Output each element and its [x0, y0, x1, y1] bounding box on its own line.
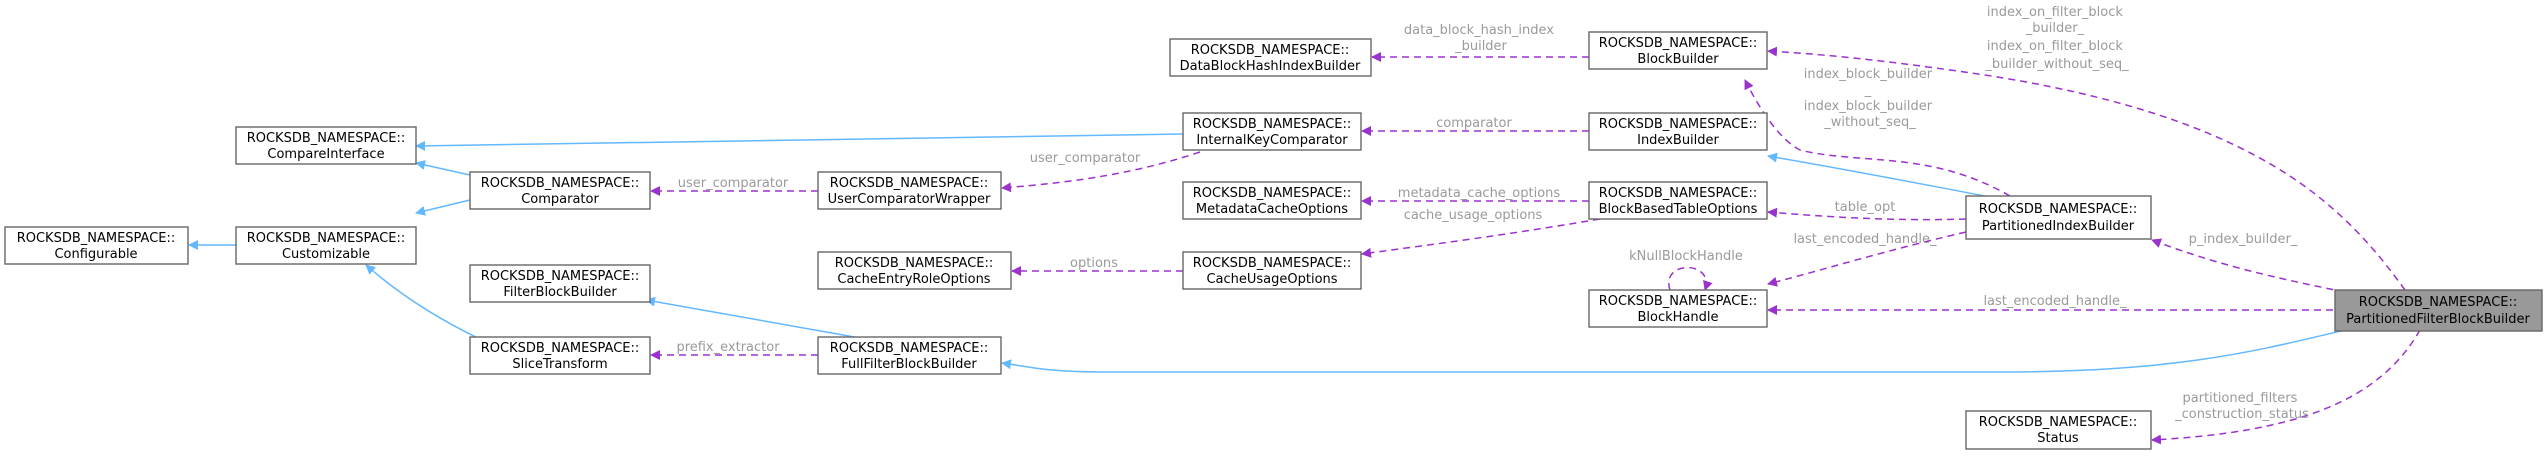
svg-text:UserComparatorWrapper: UserComparatorWrapper: [828, 192, 991, 207]
svg-text:BlockBasedTableOptions: BlockBasedTableOptions: [1599, 202, 1758, 217]
label-prefix-extractor: prefix_extractor: [676, 340, 780, 355]
node-full-filter-block-builder[interactable]: ROCKSDB_NAMESPACE:: FullFilterBlockBuild…: [817, 336, 1002, 375]
node-configurable[interactable]: ROCKSDB_NAMESPACE:: Configurable: [4, 226, 189, 265]
svg-text:ROCKSDB_NAMESPACE::: ROCKSDB_NAMESPACE::: [835, 256, 994, 271]
label-last-encoded-handle-pfbb: last_encoded_handle_: [1983, 294, 2127, 309]
node-cache-entry-role-options[interactable]: ROCKSDB_NAMESPACE:: CacheEntryRoleOption…: [817, 251, 1012, 290]
edge-pib-block-builder: [1744, 79, 2011, 197]
edge-bbto-cache-usage: [1361, 218, 1601, 258]
svg-text:ROCKSDB_NAMESPACE::: ROCKSDB_NAMESPACE::: [1193, 117, 1352, 132]
svg-text:ROCKSDB_NAMESPACE::: ROCKSDB_NAMESPACE::: [1979, 415, 2138, 430]
svg-text:ROCKSDB_NAMESPACE::: ROCKSDB_NAMESPACE::: [1193, 186, 1352, 201]
svg-text:ROCKSDB_NAMESPACE::: ROCKSDB_NAMESPACE::: [830, 341, 989, 356]
svg-text:ROCKSDB_NAMESPACE::: ROCKSDB_NAMESPACE::: [481, 269, 640, 284]
svg-text:CompareInterface: CompareInterface: [267, 147, 384, 162]
svg-text:InternalKeyComparator: InternalKeyComparator: [1196, 133, 1348, 148]
svg-text:CacheUsageOptions: CacheUsageOptions: [1206, 272, 1337, 287]
node-block-builder[interactable]: ROCKSDB_NAMESPACE:: BlockBuilder: [1588, 31, 1768, 70]
svg-text:ROCKSDB_NAMESPACE::: ROCKSDB_NAMESPACE::: [1599, 117, 1758, 132]
edge-full-filter-filter-block-builder: [645, 296, 861, 339]
svg-text:ROCKSDB_NAMESPACE::: ROCKSDB_NAMESPACE::: [481, 341, 640, 356]
node-compare-interface[interactable]: ROCKSDB_NAMESPACE:: CompareInterface: [235, 126, 417, 165]
edge-pfbb-status: [2151, 329, 2421, 445]
label-metadata-cache-options: metadata_cache_options: [1398, 186, 1561, 201]
edge-pfbb-pib: [2151, 238, 2346, 293]
label-index-block-builder: index_block_builder _ index_block_builde…: [1804, 67, 1937, 130]
edge-pfbb-block-builder: [1767, 46, 2406, 291]
svg-text:CacheEntryRoleOptions: CacheEntryRoleOptions: [837, 272, 990, 287]
node-comparator[interactable]: ROCKSDB_NAMESPACE:: Comparator: [469, 171, 651, 210]
usage-edges: [650, 46, 2421, 445]
svg-text:BlockBuilder: BlockBuilder: [1637, 52, 1719, 67]
edge-partitioned-index-index-builder: [1767, 152, 1986, 197]
edge-block-handle-self: [1668, 266, 1713, 291]
svg-text:PartitionedFilterBlockBuilder: PartitionedFilterBlockBuilder: [2346, 312, 2530, 327]
node-block-handle[interactable]: ROCKSDB_NAMESPACE:: BlockHandle: [1588, 289, 1768, 328]
svg-text:FilterBlockBuilder: FilterBlockBuilder: [503, 285, 617, 300]
label-options: options: [1070, 256, 1118, 271]
svg-text:DataBlockHashIndexBuilder: DataBlockHashIndexBuilder: [1180, 59, 1361, 74]
node-partitioned-filter-block-builder[interactable]: ROCKSDB_NAMESPACE:: PartitionedFilterBlo…: [2334, 289, 2543, 332]
node-customizable[interactable]: ROCKSDB_NAMESPACE:: Customizable: [235, 226, 417, 265]
node-data-block-hash-index-builder[interactable]: ROCKSDB_NAMESPACE:: DataBlockHashIndexBu…: [1169, 38, 1372, 77]
svg-text:Configurable: Configurable: [54, 247, 137, 262]
label-comparator: comparator: [1436, 116, 1512, 131]
edge-slice-transform-customizable: [365, 264, 483, 341]
label-table-opt: table_opt: [1835, 200, 1896, 215]
svg-text:ROCKSDB_NAMESPACE::: ROCKSDB_NAMESPACE::: [247, 131, 406, 146]
svg-text:Customizable: Customizable: [282, 247, 370, 262]
svg-text:ROCKSDB_NAMESPACE::: ROCKSDB_NAMESPACE::: [1979, 202, 2138, 217]
node-slice-transform[interactable]: ROCKSDB_NAMESPACE:: SliceTransform: [469, 336, 651, 375]
svg-text:ROCKSDB_NAMESPACE::: ROCKSDB_NAMESPACE::: [1191, 43, 1350, 58]
node-user-comparator-wrapper[interactable]: ROCKSDB_NAMESPACE:: UserComparatorWrappe…: [817, 171, 1002, 210]
edge-pib-block-handle: [1767, 231, 1967, 287]
edge-pfbb-full-filter: [1001, 329, 2346, 373]
label-user-comparator-ucw: user_comparator: [678, 176, 789, 191]
svg-text:ROCKSDB_NAMESPACE::: ROCKSDB_NAMESPACE::: [1599, 186, 1758, 201]
node-index-builder[interactable]: ROCKSDB_NAMESPACE:: IndexBuilder: [1588, 112, 1768, 151]
edge-comparator-compare-interface: [415, 160, 471, 176]
edge-ikc-ucw: [1001, 151, 1201, 193]
svg-text:ROCKSDB_NAMESPACE::: ROCKSDB_NAMESPACE::: [1599, 36, 1758, 51]
edge-labels: data_block_hash_index _builder comparato…: [676, 5, 2309, 422]
svg-text:FullFilterBlockBuilder: FullFilterBlockBuilder: [841, 357, 977, 372]
svg-text:ROCKSDB_NAMESPACE::: ROCKSDB_NAMESPACE::: [481, 176, 640, 191]
svg-text:ROCKSDB_NAMESPACE::: ROCKSDB_NAMESPACE::: [2359, 295, 2518, 310]
inheritance-edges: [188, 133, 2346, 373]
nodes: ROCKSDB_NAMESPACE:: Configurable ROCKSDB…: [4, 31, 2543, 450]
node-partitioned-index-builder[interactable]: ROCKSDB_NAMESPACE:: PartitionedIndexBuil…: [1965, 195, 2152, 240]
svg-text:ROCKSDB_NAMESPACE::: ROCKSDB_NAMESPACE::: [17, 231, 176, 246]
svg-text:IndexBuilder: IndexBuilder: [1637, 133, 1719, 148]
svg-text:Comparator: Comparator: [521, 192, 599, 207]
label-cache-usage-options: cache_usage_options: [1404, 208, 1543, 223]
label-k-null-block-handle: kNullBlockHandle: [1629, 249, 1743, 264]
label-partitioned-filters-construction-status: partitioned_filters _construction_status: [2174, 391, 2309, 422]
label-user-comparator-ikc: user_comparator: [1030, 151, 1141, 166]
edge-internal-key-comparator-compare-interface: [415, 133, 1184, 151]
node-block-based-table-options[interactable]: ROCKSDB_NAMESPACE:: BlockBasedTableOptio…: [1588, 181, 1768, 220]
node-cache-usage-options[interactable]: ROCKSDB_NAMESPACE:: CacheUsageOptions: [1182, 251, 1362, 290]
svg-text:ROCKSDB_NAMESPACE::: ROCKSDB_NAMESPACE::: [1193, 256, 1352, 271]
node-filter-block-builder[interactable]: ROCKSDB_NAMESPACE:: FilterBlockBuilder: [469, 264, 651, 303]
svg-text:Status: Status: [2037, 431, 2079, 446]
svg-text:MetadataCacheOptions: MetadataCacheOptions: [1196, 202, 1348, 217]
label-index-on-filter-block-builder: index_on_filter_block _builder_ index_on…: [1984, 5, 2129, 72]
label-last-encoded-handle-pib: last_encoded_handle_: [1793, 232, 1937, 247]
svg-text:ROCKSDB_NAMESPACE::: ROCKSDB_NAMESPACE::: [247, 231, 406, 246]
svg-text:ROCKSDB_NAMESPACE::: ROCKSDB_NAMESPACE::: [1599, 294, 1758, 309]
edge-pib-bbto: [1767, 207, 1967, 221]
label-data-block-hash-index-builder: data_block_hash_index _builder: [1404, 23, 1558, 54]
node-internal-key-comparator[interactable]: ROCKSDB_NAMESPACE:: InternalKeyComparato…: [1182, 112, 1362, 151]
edge-comparator-customizable: [415, 199, 471, 216]
label-p-index-builder: p_index_builder_: [2189, 232, 2298, 247]
svg-text:BlockHandle: BlockHandle: [1637, 310, 1718, 325]
svg-text:ROCKSDB_NAMESPACE::: ROCKSDB_NAMESPACE::: [830, 176, 989, 191]
node-status[interactable]: ROCKSDB_NAMESPACE:: Status: [1965, 410, 2152, 450]
node-metadata-cache-options[interactable]: ROCKSDB_NAMESPACE:: MetadataCacheOptions: [1182, 181, 1362, 220]
svg-text:PartitionedIndexBuilder: PartitionedIndexBuilder: [1982, 219, 2135, 234]
svg-text:SliceTransform: SliceTransform: [512, 357, 607, 372]
